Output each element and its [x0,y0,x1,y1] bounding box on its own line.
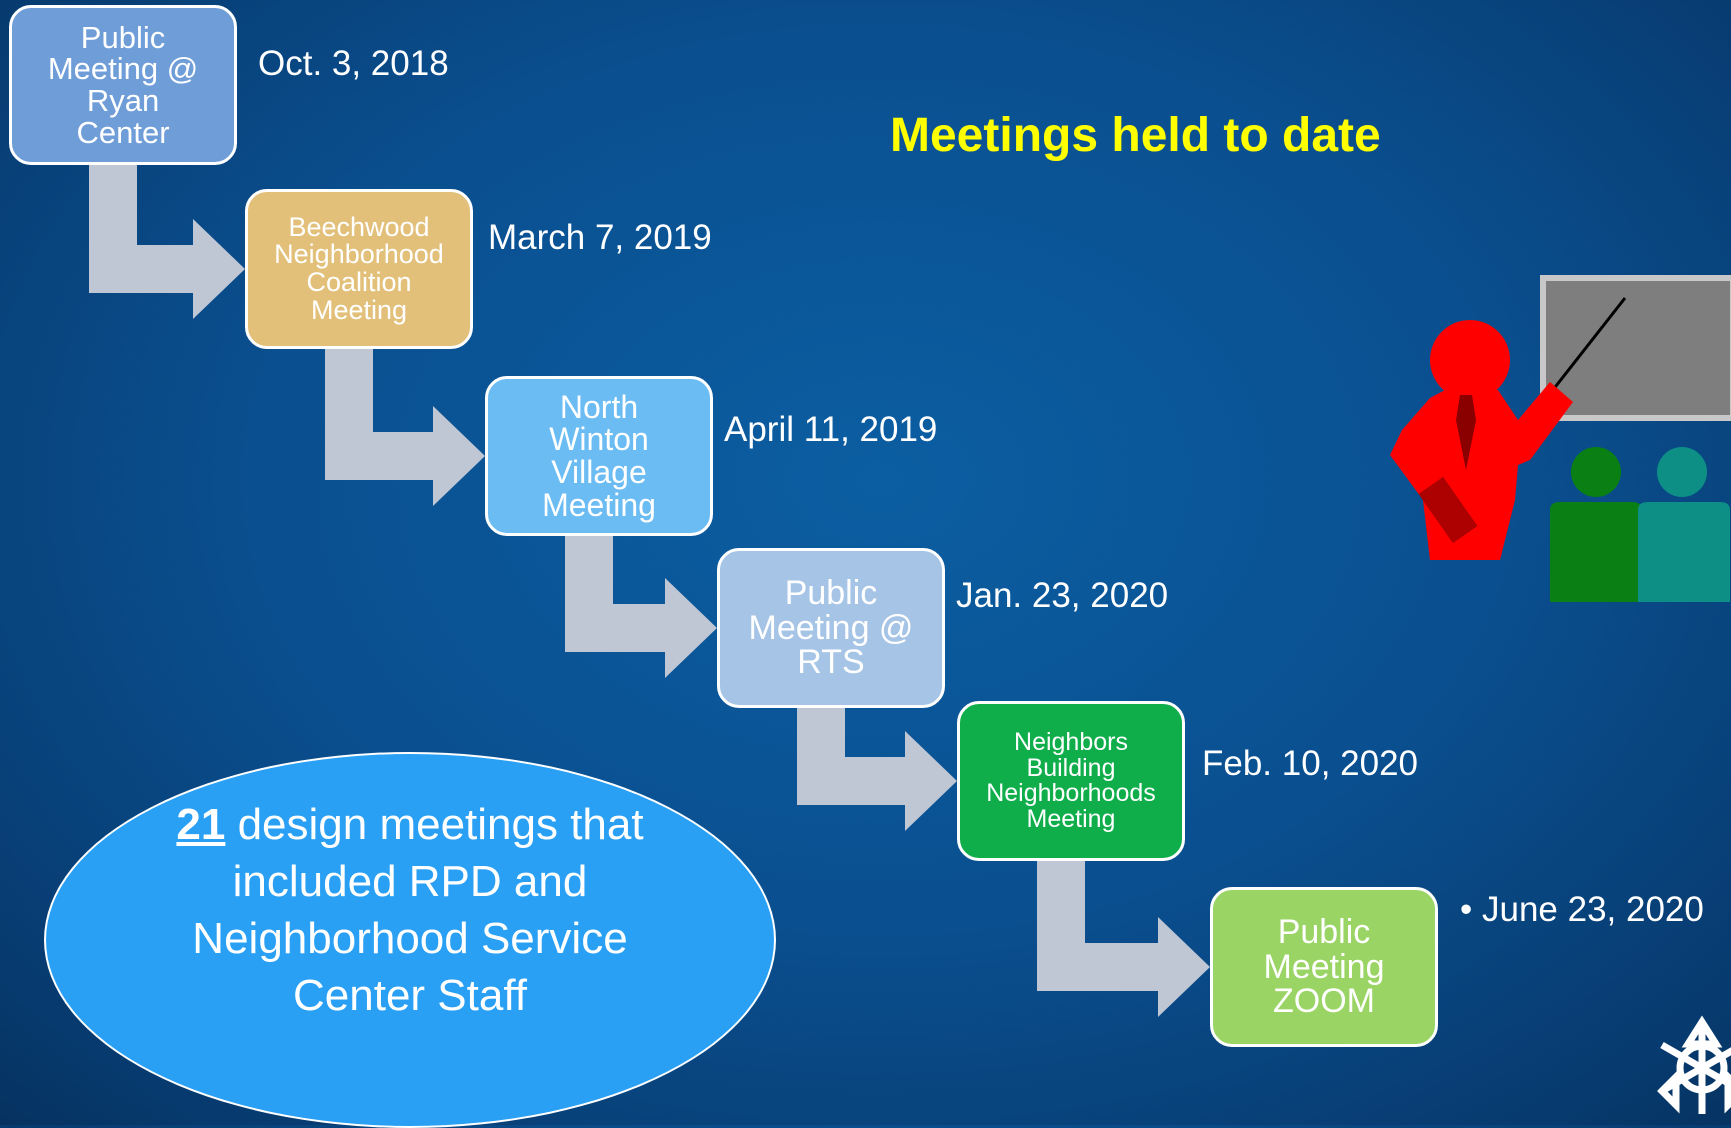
summary-count: 21 [176,799,226,849]
meeting-label-line: Winton [549,421,649,458]
meeting-date: Feb. 10, 2020 [1202,744,1418,783]
page-title: Meetings held to date [890,109,1381,162]
summary-ellipse: 21 design meetings that included RPD and… [44,752,776,1128]
flow-arrow [1037,861,1210,1017]
summary-description: design meetings that included RPD and Ne… [192,799,644,1021]
meeting-label-line: Meeting [1026,804,1116,833]
meeting-label-line: Neighborhoods [986,779,1156,807]
meeting-date: Oct. 3, 2018 [258,44,449,83]
meeting-date: March 7, 2019 [488,218,712,257]
presenter-clipart-icon [1390,275,1731,602]
meeting-label-line: RTS [797,643,865,682]
meeting-date: • June 23, 2020 [1460,890,1704,929]
meeting-label-line: Village [551,454,647,490]
meeting-label-line: Meeting @ [47,51,199,87]
meeting-label-line: Beechwood [288,211,430,242]
meeting-date: April 11, 2019 [724,410,938,449]
meeting-label-line: Meeting [310,294,408,325]
meeting-label-line: Public [80,19,166,55]
meeting-label-line: Building [1026,753,1116,782]
meeting-label-line: Public [784,573,878,612]
meeting-label-line: Ryan [86,83,160,118]
flow-arrow [565,536,717,678]
meeting-label-line: Coalition [306,267,412,297]
flow-arrow [325,349,485,506]
flow-arrow [797,708,957,831]
city-logo-icon [1657,1015,1731,1114]
meeting-label-line: Meeting [1263,947,1385,986]
meeting-label-line: Neighborhood [274,239,444,270]
meeting-label-line: Meeting [542,486,656,523]
meeting-label-line: Meeting @ [748,608,914,647]
meeting-label-line: Neighbors [1014,728,1128,756]
meeting-label-line: ZOOM [1273,982,1375,1021]
flow-arrow [89,165,245,319]
meeting-label-line: North [559,388,639,425]
summary-text: 21 design meetings that included RPD and… [175,796,645,1025]
meeting-date: Jan. 23, 2020 [956,576,1169,615]
meeting-label-line: Center [76,114,170,150]
meeting-label-line: Public [1277,912,1371,951]
